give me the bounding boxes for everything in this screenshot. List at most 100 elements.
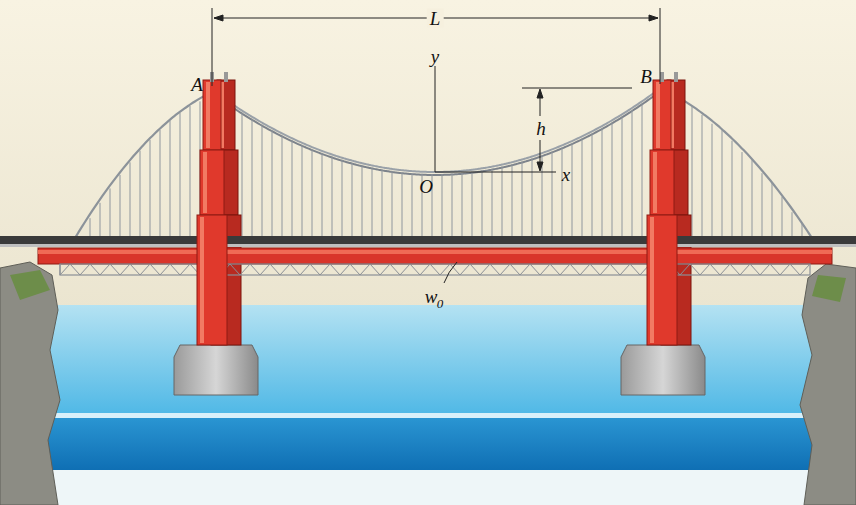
hanger (472, 172, 473, 236)
extension-line (212, 8, 213, 86)
cables (75, 88, 812, 238)
origin-label: O (419, 177, 433, 196)
ground (0, 470, 856, 505)
towers-front (197, 72, 677, 345)
y-axis (435, 66, 436, 172)
hanger (632, 110, 633, 236)
extension-line (660, 8, 661, 84)
hanger (170, 121, 171, 236)
hanger (612, 122, 613, 236)
water (0, 305, 856, 415)
truss (60, 264, 810, 275)
hanger (622, 116, 623, 236)
tower-leg (197, 215, 227, 345)
hanger (532, 158, 533, 236)
hanger (592, 133, 593, 236)
hanger (352, 163, 353, 236)
hanger (262, 125, 263, 236)
tower-spire (660, 72, 664, 82)
water-edge (0, 413, 856, 418)
tower-leg (203, 80, 221, 150)
hanger (482, 170, 483, 236)
left-pier (174, 345, 258, 395)
tower-leg (653, 80, 671, 150)
hanger (282, 135, 283, 236)
hanger (752, 160, 753, 236)
hanger (160, 130, 161, 236)
road (0, 236, 856, 244)
hanger (412, 173, 413, 236)
hanger (292, 140, 293, 236)
right-pier (621, 345, 705, 395)
hanger (372, 167, 373, 236)
hanger (190, 106, 191, 236)
hanger (602, 128, 603, 236)
hanger (742, 152, 743, 236)
left-moss (10, 270, 50, 300)
deck-girder (38, 248, 832, 264)
hanger (322, 153, 323, 236)
tower-highlight (653, 152, 657, 213)
sky (0, 0, 856, 310)
hanger (712, 124, 713, 236)
tower-highlight (200, 217, 204, 343)
towers-back (211, 72, 691, 345)
hanger (120, 175, 121, 236)
truss-web (60, 264, 810, 275)
tower-leg (200, 150, 224, 215)
dimensions (212, 8, 660, 283)
hanger (572, 143, 573, 236)
hanger (792, 212, 793, 236)
leader-line (444, 262, 457, 283)
hanger (90, 218, 91, 236)
axis-label: x (562, 165, 570, 184)
hanger (100, 203, 101, 236)
right-cliff (800, 264, 856, 505)
tower-spire (674, 72, 678, 82)
hanger (702, 115, 703, 236)
hanger (242, 113, 243, 236)
main-cable (212, 92, 660, 175)
left-cliff (0, 262, 60, 505)
hanger (512, 164, 513, 236)
hanger (732, 141, 733, 236)
hanger (402, 172, 403, 236)
hanger (332, 157, 333, 236)
hanger (562, 147, 563, 236)
hanger (452, 174, 453, 236)
dimension-label: L (427, 9, 444, 28)
hanger (272, 130, 273, 236)
hanger (442, 174, 443, 236)
hanger (802, 223, 803, 236)
hanger (130, 162, 131, 236)
hanger (302, 145, 303, 236)
tower-spire (224, 72, 228, 82)
road-edge (0, 244, 856, 247)
hanger (762, 173, 763, 236)
hanger (552, 151, 553, 236)
hanger (692, 107, 693, 236)
hanger (462, 173, 463, 236)
dimension-label: h (536, 119, 546, 138)
hanger (522, 162, 523, 236)
x-axis (435, 172, 556, 173)
point-label: A (191, 75, 203, 94)
hanger (642, 103, 643, 236)
tower-highlight (650, 217, 654, 343)
side-cable (75, 92, 212, 238)
tower-leg (647, 215, 677, 345)
load-subscript: 0 (437, 297, 444, 310)
hanger (722, 130, 723, 236)
hanger (492, 169, 493, 236)
hanger (772, 182, 773, 236)
point-label: B (640, 67, 652, 86)
hanger (382, 169, 383, 236)
load-label: w (425, 287, 438, 306)
tower-leg (650, 150, 674, 215)
main-cable (212, 89, 660, 172)
tower-highlight (206, 82, 210, 148)
tower-highlight (203, 152, 207, 213)
hanger (312, 149, 313, 236)
hanger (180, 113, 181, 236)
